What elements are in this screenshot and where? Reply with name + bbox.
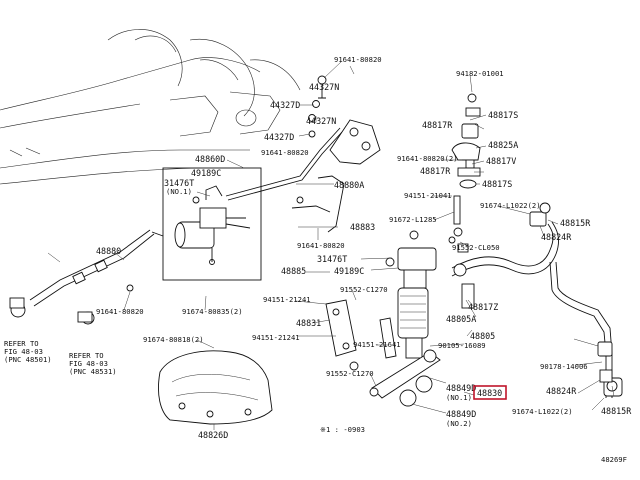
label-48883[interactable]: 48883 [350, 222, 375, 232]
label-91552-cl050[interactable]: 91552-CL050 [452, 243, 500, 252]
label-91641-80820-left[interactable]: 91641-80820 [261, 148, 309, 157]
label-48831[interactable]: 48831 [296, 318, 321, 328]
label-48815r-b[interactable]: 48815R [601, 406, 632, 416]
label-91674-80835[interactable]: 91674-80835(2) [182, 307, 243, 316]
label-48849d-no2[interactable]: 48849D [446, 409, 476, 419]
label-91674-l1022-a[interactable]: 91674-L1022(2) [480, 201, 541, 210]
highlight-box [473, 385, 507, 400]
label-48830[interactable]: 48830 [477, 388, 502, 398]
stabilizer-bar [448, 202, 623, 398]
label-48805[interactable]: 48805 [470, 331, 495, 341]
label-48817s-b[interactable]: 48817S [482, 179, 512, 189]
hydraulic-tubes [9, 127, 343, 325]
refer-note-2-line2[interactable]: FIG 48-03 [69, 359, 108, 368]
label-48817r-a[interactable]: 48817R [422, 120, 453, 130]
label-48826d[interactable]: 48826D [198, 430, 228, 440]
label-31476t-b[interactable]: 31476T [317, 254, 347, 264]
label-48860d[interactable]: 48860D [195, 154, 225, 164]
shock-absorber [385, 230, 469, 359]
label-48885[interactable]: 48885 [281, 266, 306, 276]
label-44327d-b[interactable]: 44327D [264, 132, 294, 142]
height-sensor-bracket [308, 75, 381, 233]
label-48817z[interactable]: 48817Z [468, 302, 498, 312]
link-rod [451, 93, 481, 309]
label-48849d-no2-note: (NO.2) [446, 419, 472, 428]
diagram-id: 48269F [601, 455, 627, 464]
leader-lines [47, 61, 615, 430]
label-48880a[interactable]: 48880A [334, 180, 364, 190]
label-48849d-no1-note: (NO.1) [446, 393, 472, 402]
label-90105-16089[interactable]: 90105-16089 [438, 341, 486, 350]
label-48824r-b[interactable]: 48824R [546, 386, 577, 396]
label-91672-l1285[interactable]: 91672-L1285 [389, 215, 437, 224]
label-94151-21641[interactable]: 94151-21641 [353, 340, 401, 349]
label-48817r-b[interactable]: 48817R [420, 166, 451, 176]
label-49189c-a[interactable]: 49189C [191, 168, 221, 178]
label-91641-80820-c[interactable]: 91641-80820(2) [397, 154, 458, 163]
label-94151-21241-a[interactable]: 94151-21241 [263, 295, 311, 304]
refer-note-1-line3: (PNC 48501) [4, 355, 52, 364]
refer-note-1-line2[interactable]: FIG 48-03 [4, 347, 43, 356]
label-49189c-b[interactable]: 49189C [334, 266, 364, 276]
refer-note-2-line1: REFER TO [69, 351, 104, 360]
label-91552-c1270-a[interactable]: 91552-C1270 [340, 285, 388, 294]
label-91641-80820-mid[interactable]: 91641-80820 [297, 241, 345, 250]
lower-links [325, 299, 441, 407]
refer-note-1-line1: REFER TO [4, 339, 39, 348]
label-48824r-a[interactable]: 48824R [541, 232, 572, 242]
label-94182-01001[interactable]: 94182-01001 [456, 69, 504, 78]
label-31476t-a[interactable]: 31476T [164, 178, 194, 188]
height-control-actuator [162, 167, 262, 281]
label-91552-c1270-b[interactable]: 91552-C1270 [326, 369, 374, 378]
label-48849d-no1[interactable]: 48849D [446, 383, 476, 393]
label-91674-80818[interactable]: 91674-80818(2) [143, 335, 204, 344]
refer-note-2-line3: (PNC 48531) [69, 367, 117, 376]
label-94151-21041[interactable]: 94151-21041 [404, 191, 452, 200]
label-44327d-a[interactable]: 44327D [270, 100, 300, 110]
label-48817s-a[interactable]: 48817S [488, 110, 518, 120]
vehicle-frame-outline [0, 29, 301, 185]
label-48805a[interactable]: 48805A [446, 314, 476, 324]
label-48817v[interactable]: 48817V [486, 156, 516, 166]
label-91674-l1022-b[interactable]: 91674-L1022(2) [512, 407, 573, 416]
label-48815r-a[interactable]: 48815R [560, 218, 591, 228]
label-44327n-a[interactable]: 44327N [309, 82, 339, 92]
label-91641-80820-bottom-left[interactable]: 91641-80820 [96, 307, 144, 316]
label-31476t-a-note: (NO.1) [166, 187, 192, 196]
part-labels: 91641-80820 44327N 44327D 44327N 44327D … [4, 55, 632, 464]
label-91641-80820-top[interactable]: 91641-80820 [334, 55, 382, 64]
label-48825a[interactable]: 48825A [488, 140, 518, 150]
label-44327n-b[interactable]: 44327N [306, 116, 336, 126]
skid-plate [158, 350, 273, 425]
label-90178-14006[interactable]: 90178-14006 [540, 362, 588, 371]
label-94151-21241-b[interactable]: 94151-21241 [252, 333, 300, 342]
footnote: ※1 : -0903 [320, 425, 365, 434]
label-48880[interactable]: 48880 [96, 246, 121, 256]
